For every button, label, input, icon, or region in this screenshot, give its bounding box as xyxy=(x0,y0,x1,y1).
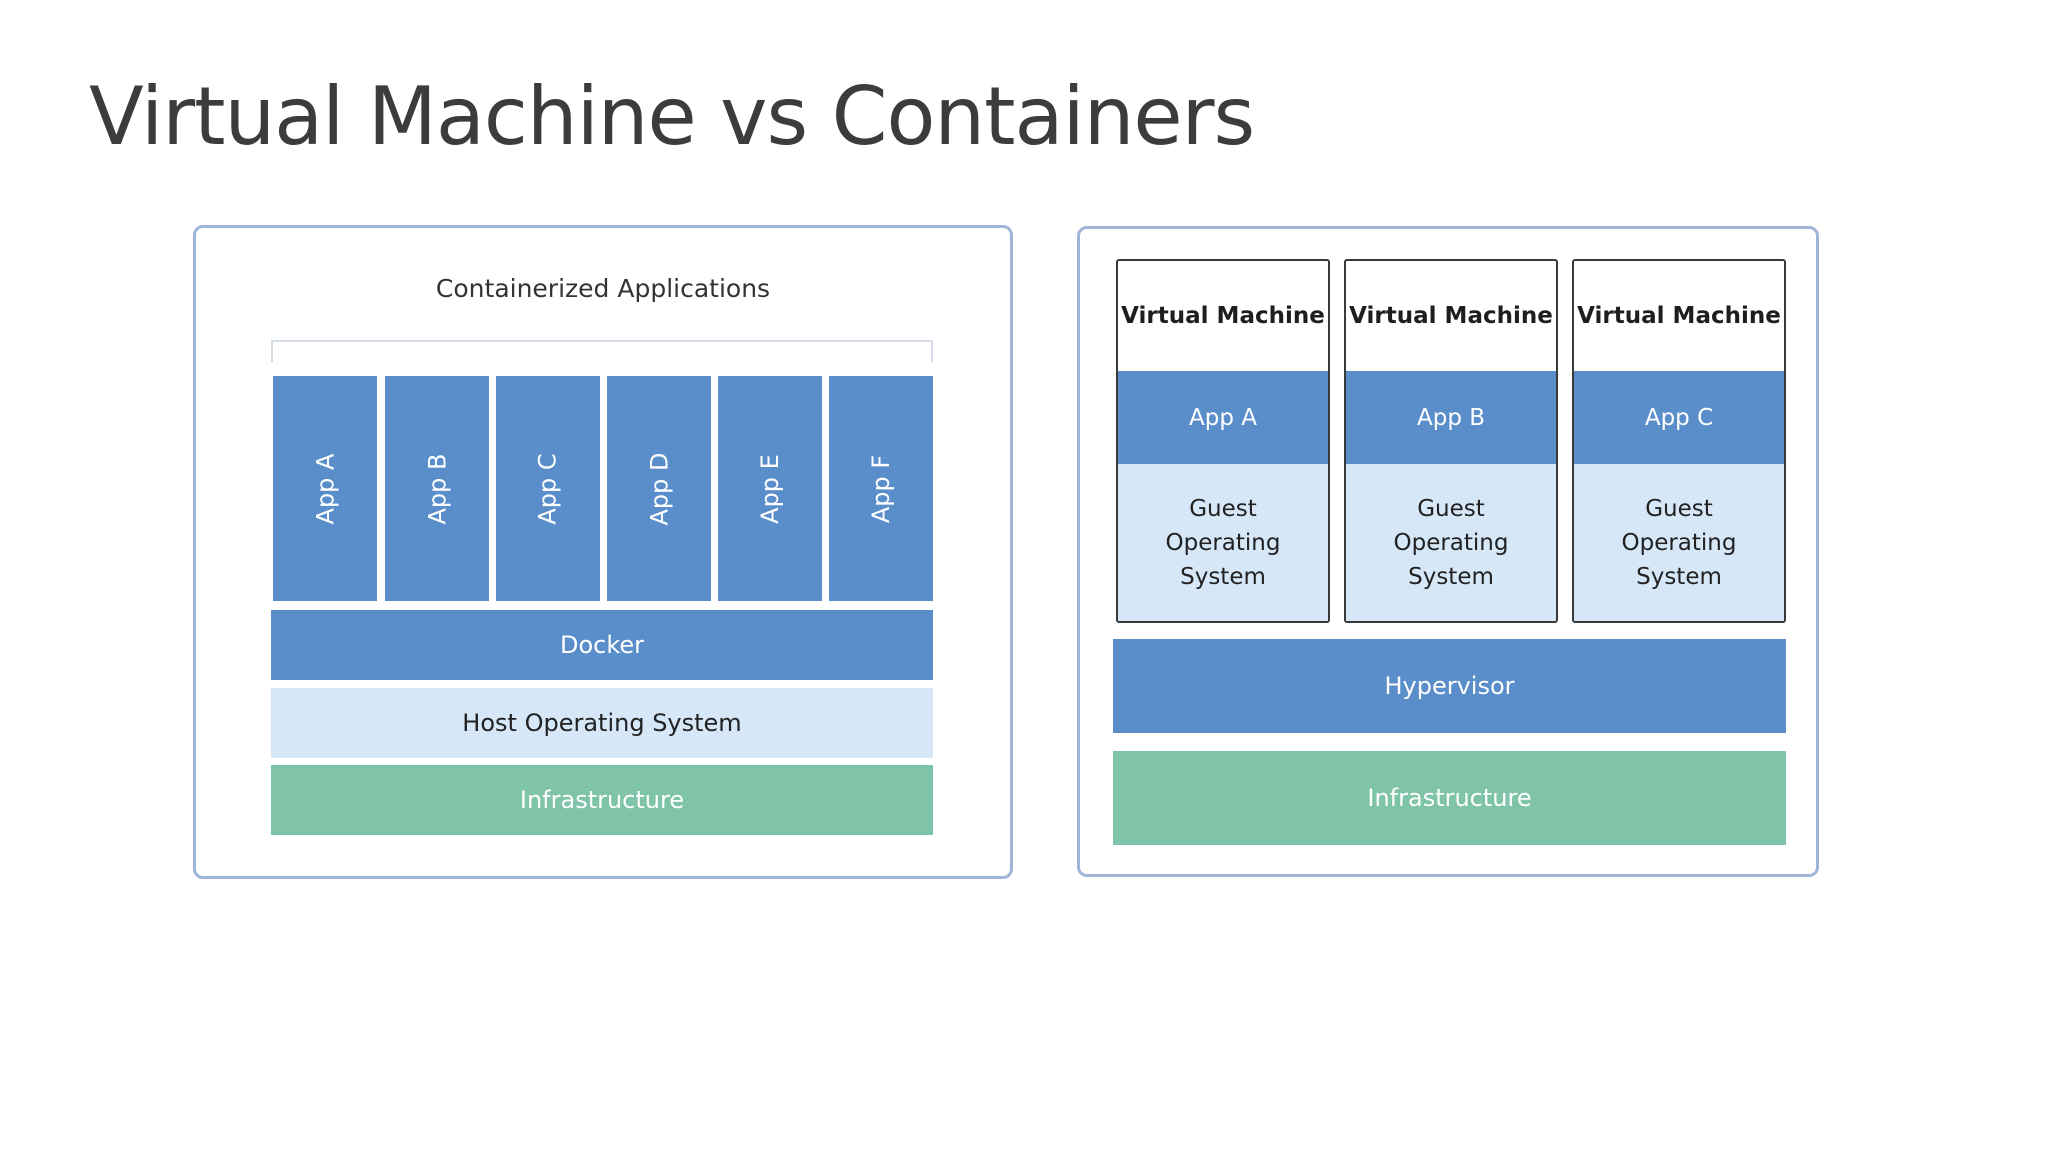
vm-title: Virtual Machine xyxy=(1121,303,1325,329)
container-app-c: App C xyxy=(496,376,600,601)
vm-app-c: App C xyxy=(1574,371,1784,464)
container-app-label: App A xyxy=(311,453,339,524)
virtual-machine-box: Virtual Machine App A Guest Operating Sy… xyxy=(1116,259,1330,623)
container-app-label: App B xyxy=(422,453,451,524)
container-app-f: App F xyxy=(829,376,933,601)
vm-app-a: App A xyxy=(1118,371,1328,464)
container-app-label: App E xyxy=(756,453,784,524)
slide-title: Virtual Machine vs Containers xyxy=(89,70,1255,163)
virtual-machine-box: Virtual Machine App B Guest Operating Sy… xyxy=(1344,259,1558,623)
apps-bracket xyxy=(271,340,933,362)
virtual-machines-diagram: Virtual Machine App A Guest Operating Sy… xyxy=(1077,226,1819,877)
container-app-a: App A xyxy=(273,376,377,601)
guest-os: Guest Operating System xyxy=(1346,464,1556,621)
docker-layer: Docker xyxy=(271,610,933,680)
virtual-machine-box: Virtual Machine App C Guest Operating Sy… xyxy=(1572,259,1786,623)
container-app-b: App B xyxy=(385,376,489,601)
container-app-e: App E xyxy=(718,376,822,601)
container-app-label: App F xyxy=(866,454,895,523)
infrastructure-layer: Infrastructure xyxy=(271,765,933,835)
container-app-label: App D xyxy=(645,452,673,525)
container-app-label: App C xyxy=(534,452,562,525)
vm-title: Virtual Machine xyxy=(1349,303,1553,329)
hypervisor-layer: Hypervisor xyxy=(1113,639,1786,733)
infrastructure-layer: Infrastructure xyxy=(1113,751,1786,845)
containerized-applications-caption: Containerized Applications xyxy=(435,273,771,303)
vm-title: Virtual Machine xyxy=(1577,303,1781,329)
guest-os: Guest Operating System xyxy=(1118,464,1328,621)
guest-os: Guest Operating System xyxy=(1574,464,1784,621)
vm-app-b: App B xyxy=(1346,371,1556,464)
containers-diagram: Containerized Applications App A App B A… xyxy=(193,225,1013,879)
container-app-d: App D xyxy=(607,376,711,601)
host-os-layer: Host Operating System xyxy=(271,688,933,758)
